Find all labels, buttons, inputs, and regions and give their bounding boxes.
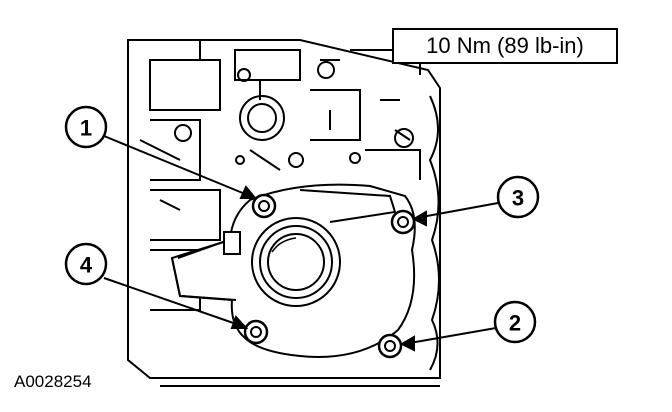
large-port: [239, 95, 285, 141]
arrowhead-3: [411, 210, 427, 227]
bolt-4-head: [250, 326, 262, 338]
rib: [310, 89, 361, 141]
callout-2-label: 2: [509, 311, 521, 336]
pump-rotor-outer: [251, 217, 341, 307]
bolt-4: [243, 319, 269, 345]
rotor-shading: [271, 237, 297, 253]
port: [235, 155, 245, 165]
port: [349, 152, 361, 164]
rib: [365, 149, 421, 180]
leader-2: [403, 327, 497, 345]
case-right-edge: [428, 95, 440, 371]
bolt-2: [377, 333, 403, 359]
port: [237, 68, 251, 82]
arrowhead-2: [399, 335, 415, 352]
leader-3: [415, 202, 499, 219]
figure-id: A0028254: [14, 372, 92, 391]
pump-housing-lip: [299, 189, 397, 223]
bolt-3: [390, 209, 416, 235]
leader-4: [103, 277, 243, 327]
bolt-3-head: [397, 216, 409, 228]
rib: [150, 189, 221, 241]
callout-4-label: 4: [80, 253, 93, 278]
callout-2-circle: [493, 300, 537, 344]
bolt-1: [251, 193, 277, 219]
case-outline: [127, 39, 441, 379]
callout-3-label: 3: [512, 186, 524, 211]
pump-rotor-ring: [259, 225, 333, 299]
rib: [139, 139, 281, 211]
leader-1: [103, 135, 251, 197]
rib: [150, 119, 201, 181]
large-port: [247, 103, 277, 133]
rib: [149, 59, 221, 111]
callout-1-circle: [64, 105, 108, 149]
torque-spec-label: 10 Nm (89 lb-in): [392, 28, 618, 64]
rib: [329, 99, 411, 141]
port: [394, 128, 414, 148]
pump-tab: [223, 231, 241, 255]
pump-rotor-inner: [267, 233, 325, 291]
port: [174, 124, 192, 142]
callout-3-circle: [496, 175, 540, 219]
bolt-1-head: [258, 200, 270, 212]
port: [317, 61, 335, 79]
arrowhead-4: [230, 315, 249, 329]
port: [288, 152, 304, 168]
rib: [234, 49, 301, 81]
callout-4-circle: [64, 242, 108, 286]
arrowhead-1: [239, 185, 258, 199]
bolt-2-head: [384, 340, 396, 352]
callout-1-label: 1: [80, 116, 92, 141]
